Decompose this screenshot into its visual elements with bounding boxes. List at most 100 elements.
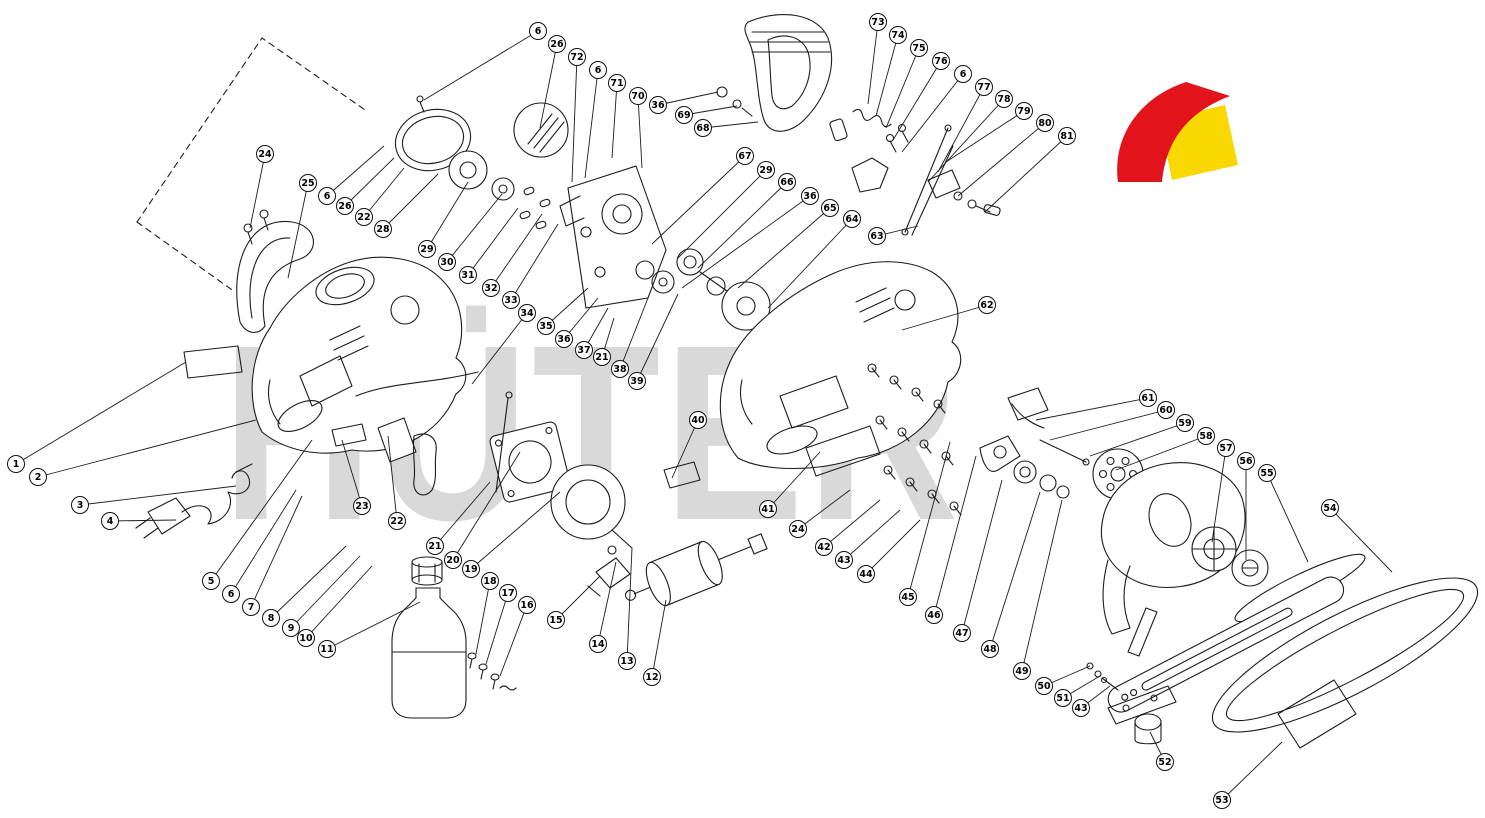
callout-69: 69 <box>675 106 693 124</box>
callout-36: 36 <box>555 330 573 348</box>
callout-43: 43 <box>1072 699 1090 717</box>
callout-24: 24 <box>256 145 274 163</box>
callout-16: 16 <box>518 596 536 614</box>
callout-26: 26 <box>336 197 354 215</box>
callout-46: 46 <box>925 606 943 624</box>
motor-mount-plate <box>489 421 571 503</box>
callout-53: 53 <box>1213 791 1231 809</box>
callout-73: 73 <box>869 13 887 31</box>
oiler-brake-band-parts <box>979 387 1090 499</box>
callout-80: 80 <box>1036 114 1054 132</box>
callout-61: 61 <box>1139 389 1157 407</box>
callout-43: 43 <box>835 551 853 569</box>
callout-9: 9 <box>282 619 300 637</box>
callout-8: 8 <box>262 609 280 627</box>
callout-21: 21 <box>426 537 444 555</box>
callout-40: 40 <box>689 411 707 429</box>
callout-7: 7 <box>242 598 260 616</box>
callout-63: 63 <box>868 227 886 245</box>
callout-11: 11 <box>318 640 336 658</box>
callout-64: 64 <box>843 210 861 228</box>
callout-35: 35 <box>537 317 555 335</box>
callout-3: 3 <box>71 496 89 514</box>
callout-29: 29 <box>418 240 436 258</box>
rear-housing <box>719 261 962 477</box>
callout-45: 45 <box>899 588 917 606</box>
callout-5: 5 <box>202 572 220 590</box>
brand-logo <box>1117 82 1238 182</box>
callout-71: 71 <box>608 74 626 92</box>
file-circle <box>513 102 569 158</box>
callout-6: 6 <box>529 22 547 40</box>
callout-75: 75 <box>910 39 928 57</box>
callout-76: 76 <box>932 52 950 70</box>
callout-22: 22 <box>388 512 406 530</box>
callout-10: 10 <box>297 629 315 647</box>
callout-72: 72 <box>568 48 586 66</box>
motor-housing-left <box>251 256 479 454</box>
hardware-top-right <box>829 108 909 153</box>
callout-41: 41 <box>759 500 777 518</box>
callout-33: 33 <box>502 291 520 309</box>
callout-29: 29 <box>757 161 775 179</box>
oil-tank <box>391 556 467 719</box>
callout-23: 23 <box>353 497 371 515</box>
callout-6: 6 <box>222 585 240 603</box>
callout-2: 2 <box>29 468 47 486</box>
saw-chain-loop <box>1211 577 1479 749</box>
callout-6: 6 <box>318 187 336 205</box>
callout-55: 55 <box>1258 464 1276 482</box>
callout-51: 51 <box>1054 689 1072 707</box>
callout-14: 14 <box>589 635 607 653</box>
callout-78: 78 <box>995 90 1013 108</box>
callout-22: 22 <box>355 208 373 226</box>
callout-77: 77 <box>975 78 993 96</box>
callout-6: 6 <box>589 61 607 79</box>
fan-cover <box>495 391 633 549</box>
clutch-washers <box>448 150 551 230</box>
callout-68: 68 <box>694 119 712 137</box>
callout-6: 6 <box>954 65 972 83</box>
callout-24: 24 <box>789 520 807 538</box>
callout-37: 37 <box>575 341 593 359</box>
bearing-discs <box>635 248 787 331</box>
callout-50: 50 <box>1035 677 1053 695</box>
callout-65: 65 <box>821 199 839 217</box>
callout-20: 20 <box>444 551 462 569</box>
callout-52: 52 <box>1156 753 1174 771</box>
callout-74: 74 <box>889 26 907 44</box>
callout-59: 59 <box>1176 414 1194 432</box>
brake-assembly <box>559 165 667 309</box>
callout-60: 60 <box>1157 401 1175 419</box>
callout-56: 56 <box>1237 452 1255 470</box>
callout-12: 12 <box>643 668 661 686</box>
chain-sprocket-ring <box>394 95 472 172</box>
callout-48: 48 <box>981 640 999 658</box>
callout-57: 57 <box>1217 439 1235 457</box>
callout-44: 44 <box>857 565 875 583</box>
power-cord-plug <box>135 463 253 539</box>
callout-18: 18 <box>481 572 499 590</box>
callout-28: 28 <box>374 220 392 238</box>
callout-13: 13 <box>618 652 636 670</box>
callout-67: 67 <box>736 147 754 165</box>
callout-4: 4 <box>101 512 119 530</box>
callout-42: 42 <box>815 538 833 556</box>
callout-34: 34 <box>518 304 536 322</box>
armature <box>624 533 768 607</box>
callout-32: 32 <box>482 279 500 297</box>
stickers <box>183 345 1158 657</box>
top-handle <box>716 14 833 132</box>
callout-54: 54 <box>1321 499 1339 517</box>
callout-66: 66 <box>778 173 796 191</box>
switch-parts <box>377 417 631 597</box>
callout-58: 58 <box>1197 427 1215 445</box>
callout-36: 36 <box>649 96 667 114</box>
brake-lever-linkage <box>851 124 1001 236</box>
callout-62: 62 <box>978 296 996 314</box>
callout-25: 25 <box>299 174 317 192</box>
callout-38: 38 <box>611 360 629 378</box>
callout-49: 49 <box>1013 662 1031 680</box>
